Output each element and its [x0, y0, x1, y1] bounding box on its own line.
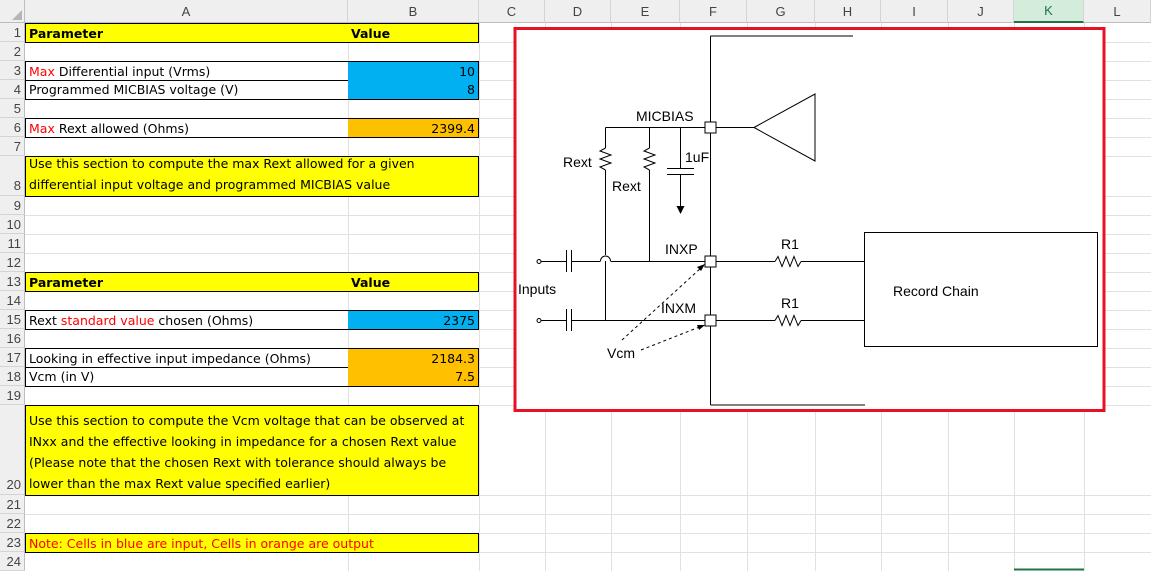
max-diff-label: Differential input (Vrms) — [54, 63, 211, 79]
label-vcm: Vcm — [607, 345, 635, 361]
column-header-g[interactable]: G — [747, 0, 815, 23]
inxm-node — [704, 314, 717, 327]
column-header-j[interactable]: J — [948, 0, 1014, 23]
row-header-16[interactable]: 16 — [0, 329, 25, 348]
row-header-1[interactable]: 1 — [0, 23, 25, 42]
row-header-5[interactable]: 5 — [0, 99, 25, 118]
label-rext-left: Rext — [563, 154, 592, 170]
row-header-12[interactable]: 12 — [0, 253, 25, 272]
standard-value-text: standard value — [60, 312, 155, 328]
label-cap-1uf: 1uF — [685, 149, 709, 165]
r1-top-resistor-icon — [774, 255, 802, 268]
inxp-node — [704, 255, 717, 268]
cap-ground-arrow-icon — [676, 206, 685, 214]
rext-suffix: chosen (Ohms) — [154, 312, 254, 328]
vcm-arrowhead-inxm-icon — [697, 325, 705, 330]
column-header-e[interactable]: E — [611, 0, 680, 23]
cell-a23-footnote[interactable]: Note: Cells in blue are input, Cells in … — [25, 533, 479, 553]
row-header-19[interactable]: 19 — [0, 386, 25, 405]
label-inputs: Inputs — [518, 281, 556, 297]
cell-a3[interactable]: Max Differential input (Vrms) — [25, 61, 349, 81]
column-header-h[interactable]: H — [815, 0, 881, 23]
record-chain-box[interactable] — [864, 232, 1098, 347]
inxp-terminal-icon — [536, 259, 542, 264]
vcm-arrow-to-inxp — [621, 266, 703, 341]
row-header-3[interactable]: 3 — [0, 61, 25, 80]
cell-b15-input[interactable]: 2375 — [348, 310, 479, 330]
column-header-f[interactable]: F — [680, 0, 747, 23]
row-header-18[interactable]: 18 — [0, 367, 25, 386]
row-header-7[interactable]: 7 — [0, 137, 25, 156]
row-header-4[interactable]: 4 — [0, 80, 25, 99]
wire-hop — [600, 255, 611, 262]
row-header-23[interactable]: 23 — [0, 533, 25, 552]
column-header-d[interactable]: D — [545, 0, 611, 23]
rext-right-resistor-icon — [642, 147, 657, 171]
label-r1-bottom: R1 — [781, 295, 799, 311]
label-inxm: INXM — [661, 300, 696, 316]
row-header-13[interactable]: 13 — [0, 272, 25, 291]
cell-a13[interactable]: Parameter — [25, 272, 349, 292]
column-header-b[interactable]: B — [348, 0, 479, 23]
cell-a6[interactable]: Max Rext allowed (Ohms) — [25, 118, 349, 138]
label-inxp: INXP — [665, 241, 698, 257]
cell-b18-output[interactable]: 7.5 — [348, 367, 479, 387]
cell-a8-note[interactable]: Use this section to compute the max Rext… — [25, 156, 479, 197]
select-all-triangle-icon — [12, 10, 22, 20]
max-prefix-text: Max — [29, 120, 55, 136]
cell-a15[interactable]: Rext standard value chosen (Ohms) — [25, 310, 349, 330]
max-rext-label: Rext allowed (Ohms) — [54, 120, 189, 136]
column-header-a[interactable]: A — [25, 0, 348, 23]
cell-a20-note[interactable]: Use this section to compute the Vcm volt… — [25, 405, 479, 496]
cell-b13[interactable]: Value — [348, 272, 479, 292]
label-record-chain: Record Chain — [893, 283, 979, 299]
r1-bottom-resistor-icon — [774, 314, 802, 327]
row-header-22[interactable]: 22 — [0, 514, 25, 533]
label-rext-right: Rext — [612, 178, 641, 194]
label-micbias: MICBIAS — [636, 108, 694, 124]
row-header-14[interactable]: 14 — [0, 291, 25, 310]
diagram-frame — [513, 27, 1106, 412]
cell-b1[interactable]: Value — [348, 23, 479, 43]
row-header-8[interactable]: 8 — [0, 156, 25, 196]
inxm-terminal-icon — [536, 318, 542, 323]
rext-left-resistor-icon — [598, 147, 613, 171]
micbias-node — [704, 121, 717, 134]
column-header-c[interactable]: C — [479, 0, 545, 23]
select-all-corner[interactable] — [0, 0, 25, 23]
label-r1-top: R1 — [781, 236, 799, 252]
row-header-15[interactable]: 15 — [0, 310, 25, 329]
column-header-i[interactable]: I — [881, 0, 948, 23]
vcm-arrowhead-inxp-icon — [697, 264, 705, 271]
cell-b3-input[interactable]: 10 — [348, 61, 479, 81]
rext-prefix: Rext — [29, 312, 61, 328]
cell-b17-output[interactable]: 2184.3 — [348, 348, 479, 368]
max-prefix-text: Max — [29, 63, 55, 79]
row-header-6[interactable]: 6 — [0, 118, 25, 137]
row-header-2[interactable]: 2 — [0, 42, 25, 61]
row-header-21[interactable]: 21 — [0, 495, 25, 514]
amplifier-triangle-icon — [752, 93, 816, 162]
row-header-9[interactable]: 9 — [0, 196, 25, 215]
column-header-k[interactable]: K — [1014, 0, 1084, 23]
cell-b4-input[interactable]: 8 — [348, 80, 479, 100]
cell-a1[interactable]: Parameter — [25, 23, 349, 43]
vcm-arrow-to-inxm — [640, 325, 703, 351]
row-header-20[interactable]: 20 — [0, 405, 25, 495]
cell-b6-output[interactable]: 2399.4 — [348, 118, 479, 138]
row-header-11[interactable]: 11 — [0, 234, 25, 253]
row-header-10[interactable]: 10 — [0, 215, 25, 234]
row-header-17[interactable]: 17 — [0, 348, 25, 367]
